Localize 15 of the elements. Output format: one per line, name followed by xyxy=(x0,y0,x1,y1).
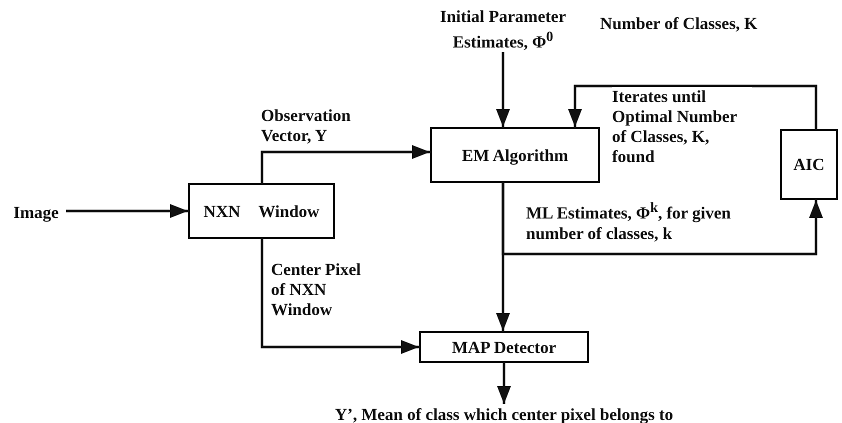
process-box: MAP Detector xyxy=(419,331,589,363)
arrow xyxy=(260,239,419,354)
note-text: Number of Classes, K xyxy=(600,14,758,34)
parameter-text: Initial Parameter Estimates, Φ$^{0}$ xyxy=(428,6,578,52)
arrow xyxy=(66,204,188,218)
arrow xyxy=(502,183,823,256)
output-text: Y’, Mean of class which center pixel belongs to xyxy=(284,404,724,423)
process-box: NXN Window xyxy=(188,183,335,239)
arrow xyxy=(260,145,430,183)
arrow xyxy=(496,52,510,127)
process-box: EM Algorithm xyxy=(430,127,600,183)
arrow xyxy=(568,84,818,129)
process-box: AIC xyxy=(780,129,838,200)
arrow xyxy=(497,363,511,404)
input-text: Image xyxy=(6,200,66,224)
